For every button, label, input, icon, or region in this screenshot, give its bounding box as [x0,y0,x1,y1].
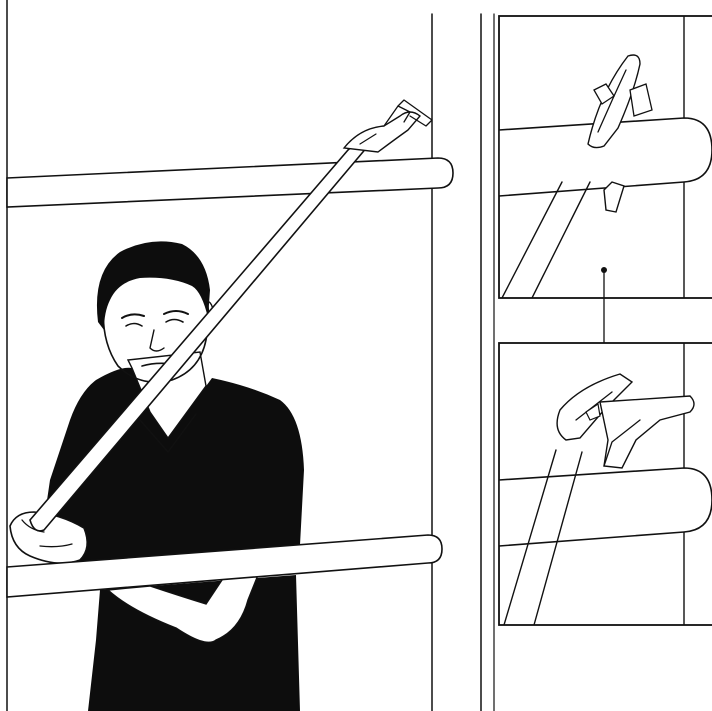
main-scene [7,0,494,711]
detail-panel-before [499,16,712,366]
scaffold-post [432,14,494,711]
person [10,241,304,711]
hair [97,241,210,330]
pole-hook [344,100,432,152]
detail-panel-after [499,343,712,625]
upper-rail [7,158,453,207]
